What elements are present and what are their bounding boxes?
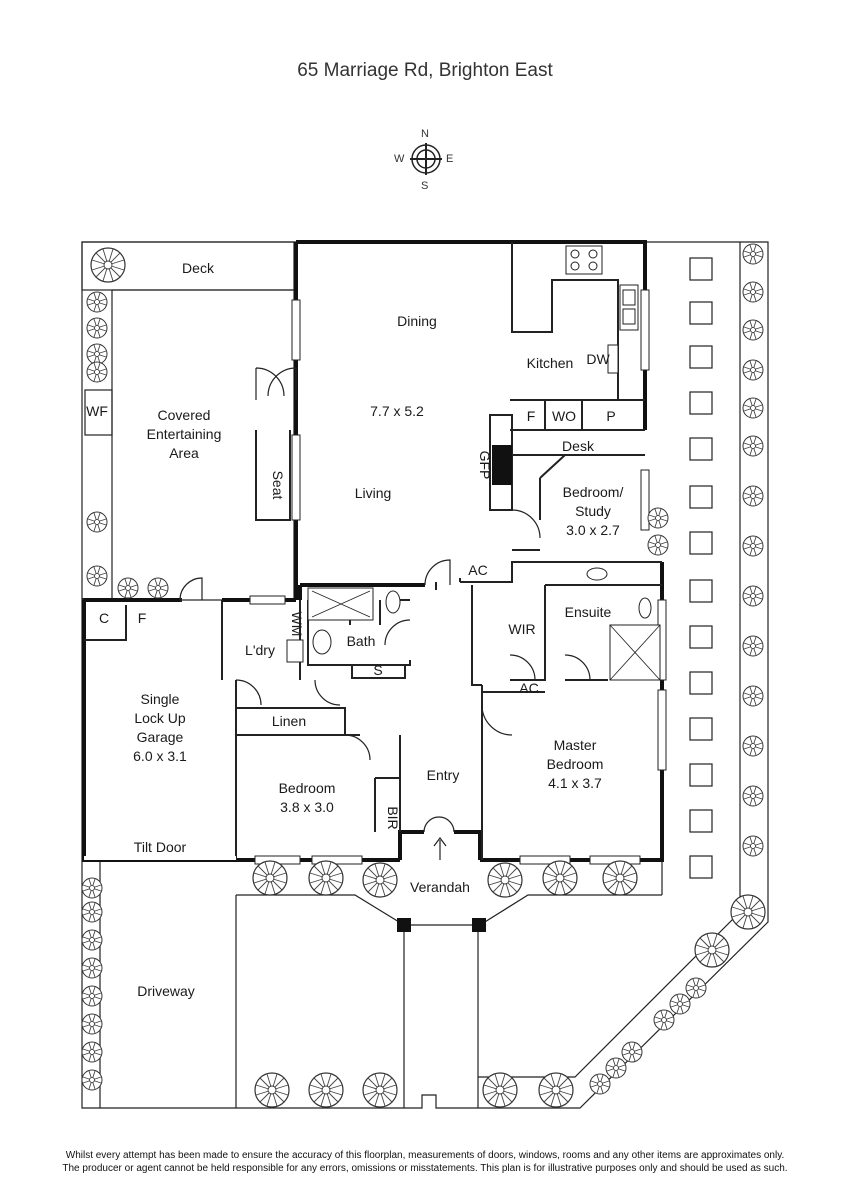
label-fridge: F bbox=[527, 408, 536, 424]
label-study-1: Bedroom/ bbox=[563, 484, 624, 500]
label-entry: Entry bbox=[427, 767, 460, 783]
label-cupboard: C bbox=[99, 610, 109, 626]
label-shower: S bbox=[373, 662, 382, 678]
compass-south: S bbox=[421, 180, 429, 192]
label-deck: Deck bbox=[182, 260, 215, 276]
label-master-2: Bedroom bbox=[547, 756, 604, 772]
label-covered-2: Entertaining bbox=[147, 426, 222, 442]
windows bbox=[84, 289, 667, 865]
compass-east: E bbox=[446, 153, 454, 165]
verandah bbox=[99, 837, 663, 1108]
label-washing-machine: WM bbox=[289, 612, 305, 637]
stepping-stones bbox=[689, 257, 713, 879]
label-garage-1: Single bbox=[141, 691, 180, 707]
room-labels: Deck Dining Kitchen DW WF Covered Entert… bbox=[86, 260, 623, 999]
label-pantry: P bbox=[606, 408, 615, 424]
label-study-dims: 3.0 x 2.7 bbox=[566, 522, 620, 538]
label-laundry: L'dry bbox=[245, 642, 275, 658]
bath-fixtures bbox=[286, 567, 661, 681]
disclaimer-line-1: Whilst every attempt has been made to en… bbox=[65, 1150, 785, 1161]
fireplace bbox=[492, 445, 512, 485]
label-ensuite: Ensuite bbox=[565, 604, 612, 620]
label-wall-oven: WO bbox=[552, 408, 576, 424]
label-master-dims: 4.1 x 3.7 bbox=[548, 775, 602, 791]
compass-west: W bbox=[394, 153, 405, 165]
plan-title: 65 Marriage Rd, Brighton East bbox=[297, 60, 553, 81]
label-driveway: Driveway bbox=[137, 983, 195, 999]
label-bir: BIR bbox=[385, 806, 401, 829]
label-ac-top: AC bbox=[468, 562, 487, 578]
label-covered-3: Area bbox=[169, 445, 199, 461]
covered-area bbox=[111, 289, 295, 601]
label-master-1: Master bbox=[554, 737, 597, 753]
label-wood-fire: WF bbox=[86, 403, 108, 419]
label-garage-3: Garage bbox=[137, 729, 184, 745]
label-bath: Bath bbox=[347, 633, 376, 649]
compass-icon bbox=[410, 143, 442, 175]
label-seat: Seat bbox=[270, 471, 286, 500]
label-kitchen: Kitchen bbox=[527, 355, 574, 371]
label-bedroom: Bedroom bbox=[279, 780, 336, 796]
label-dining: Dining bbox=[397, 313, 437, 329]
label-fridge-garage: F bbox=[138, 610, 147, 626]
label-tilt-door: Tilt Door bbox=[134, 839, 187, 855]
label-desk: Desk bbox=[562, 438, 595, 454]
door-swings bbox=[179, 367, 591, 833]
label-verandah: Verandah bbox=[410, 879, 470, 895]
verandah-post bbox=[472, 918, 486, 932]
disclaimer: Whilst every attempt has been made to en… bbox=[0, 1149, 850, 1175]
label-linen: Linen bbox=[272, 713, 306, 729]
property-boundary bbox=[81, 241, 769, 1109]
label-dishwasher: DW bbox=[586, 351, 610, 367]
verandah-post bbox=[397, 918, 411, 932]
disclaimer-line-2: The producer or agent cannot be held res… bbox=[62, 1163, 788, 1174]
label-study-2: Study bbox=[575, 503, 611, 519]
kitchen-fixtures bbox=[565, 245, 639, 374]
label-garage-dims: 6.0 x 3.1 bbox=[133, 748, 187, 764]
label-living-dims: 7.7 x 5.2 bbox=[370, 403, 424, 419]
label-living: Living bbox=[355, 485, 392, 501]
label-gfp: GFP bbox=[477, 451, 493, 480]
label-wir: WIR bbox=[508, 621, 535, 637]
label-covered-1: Covered bbox=[158, 407, 211, 423]
label-garage-2: Lock Up bbox=[134, 710, 186, 726]
wood-fire bbox=[84, 389, 113, 436]
compass-north: N bbox=[421, 128, 429, 140]
interior-walls bbox=[84, 242, 662, 860]
label-ac-bottom: AC bbox=[519, 680, 538, 696]
label-bedroom-dims: 3.8 x 3.0 bbox=[280, 799, 334, 815]
